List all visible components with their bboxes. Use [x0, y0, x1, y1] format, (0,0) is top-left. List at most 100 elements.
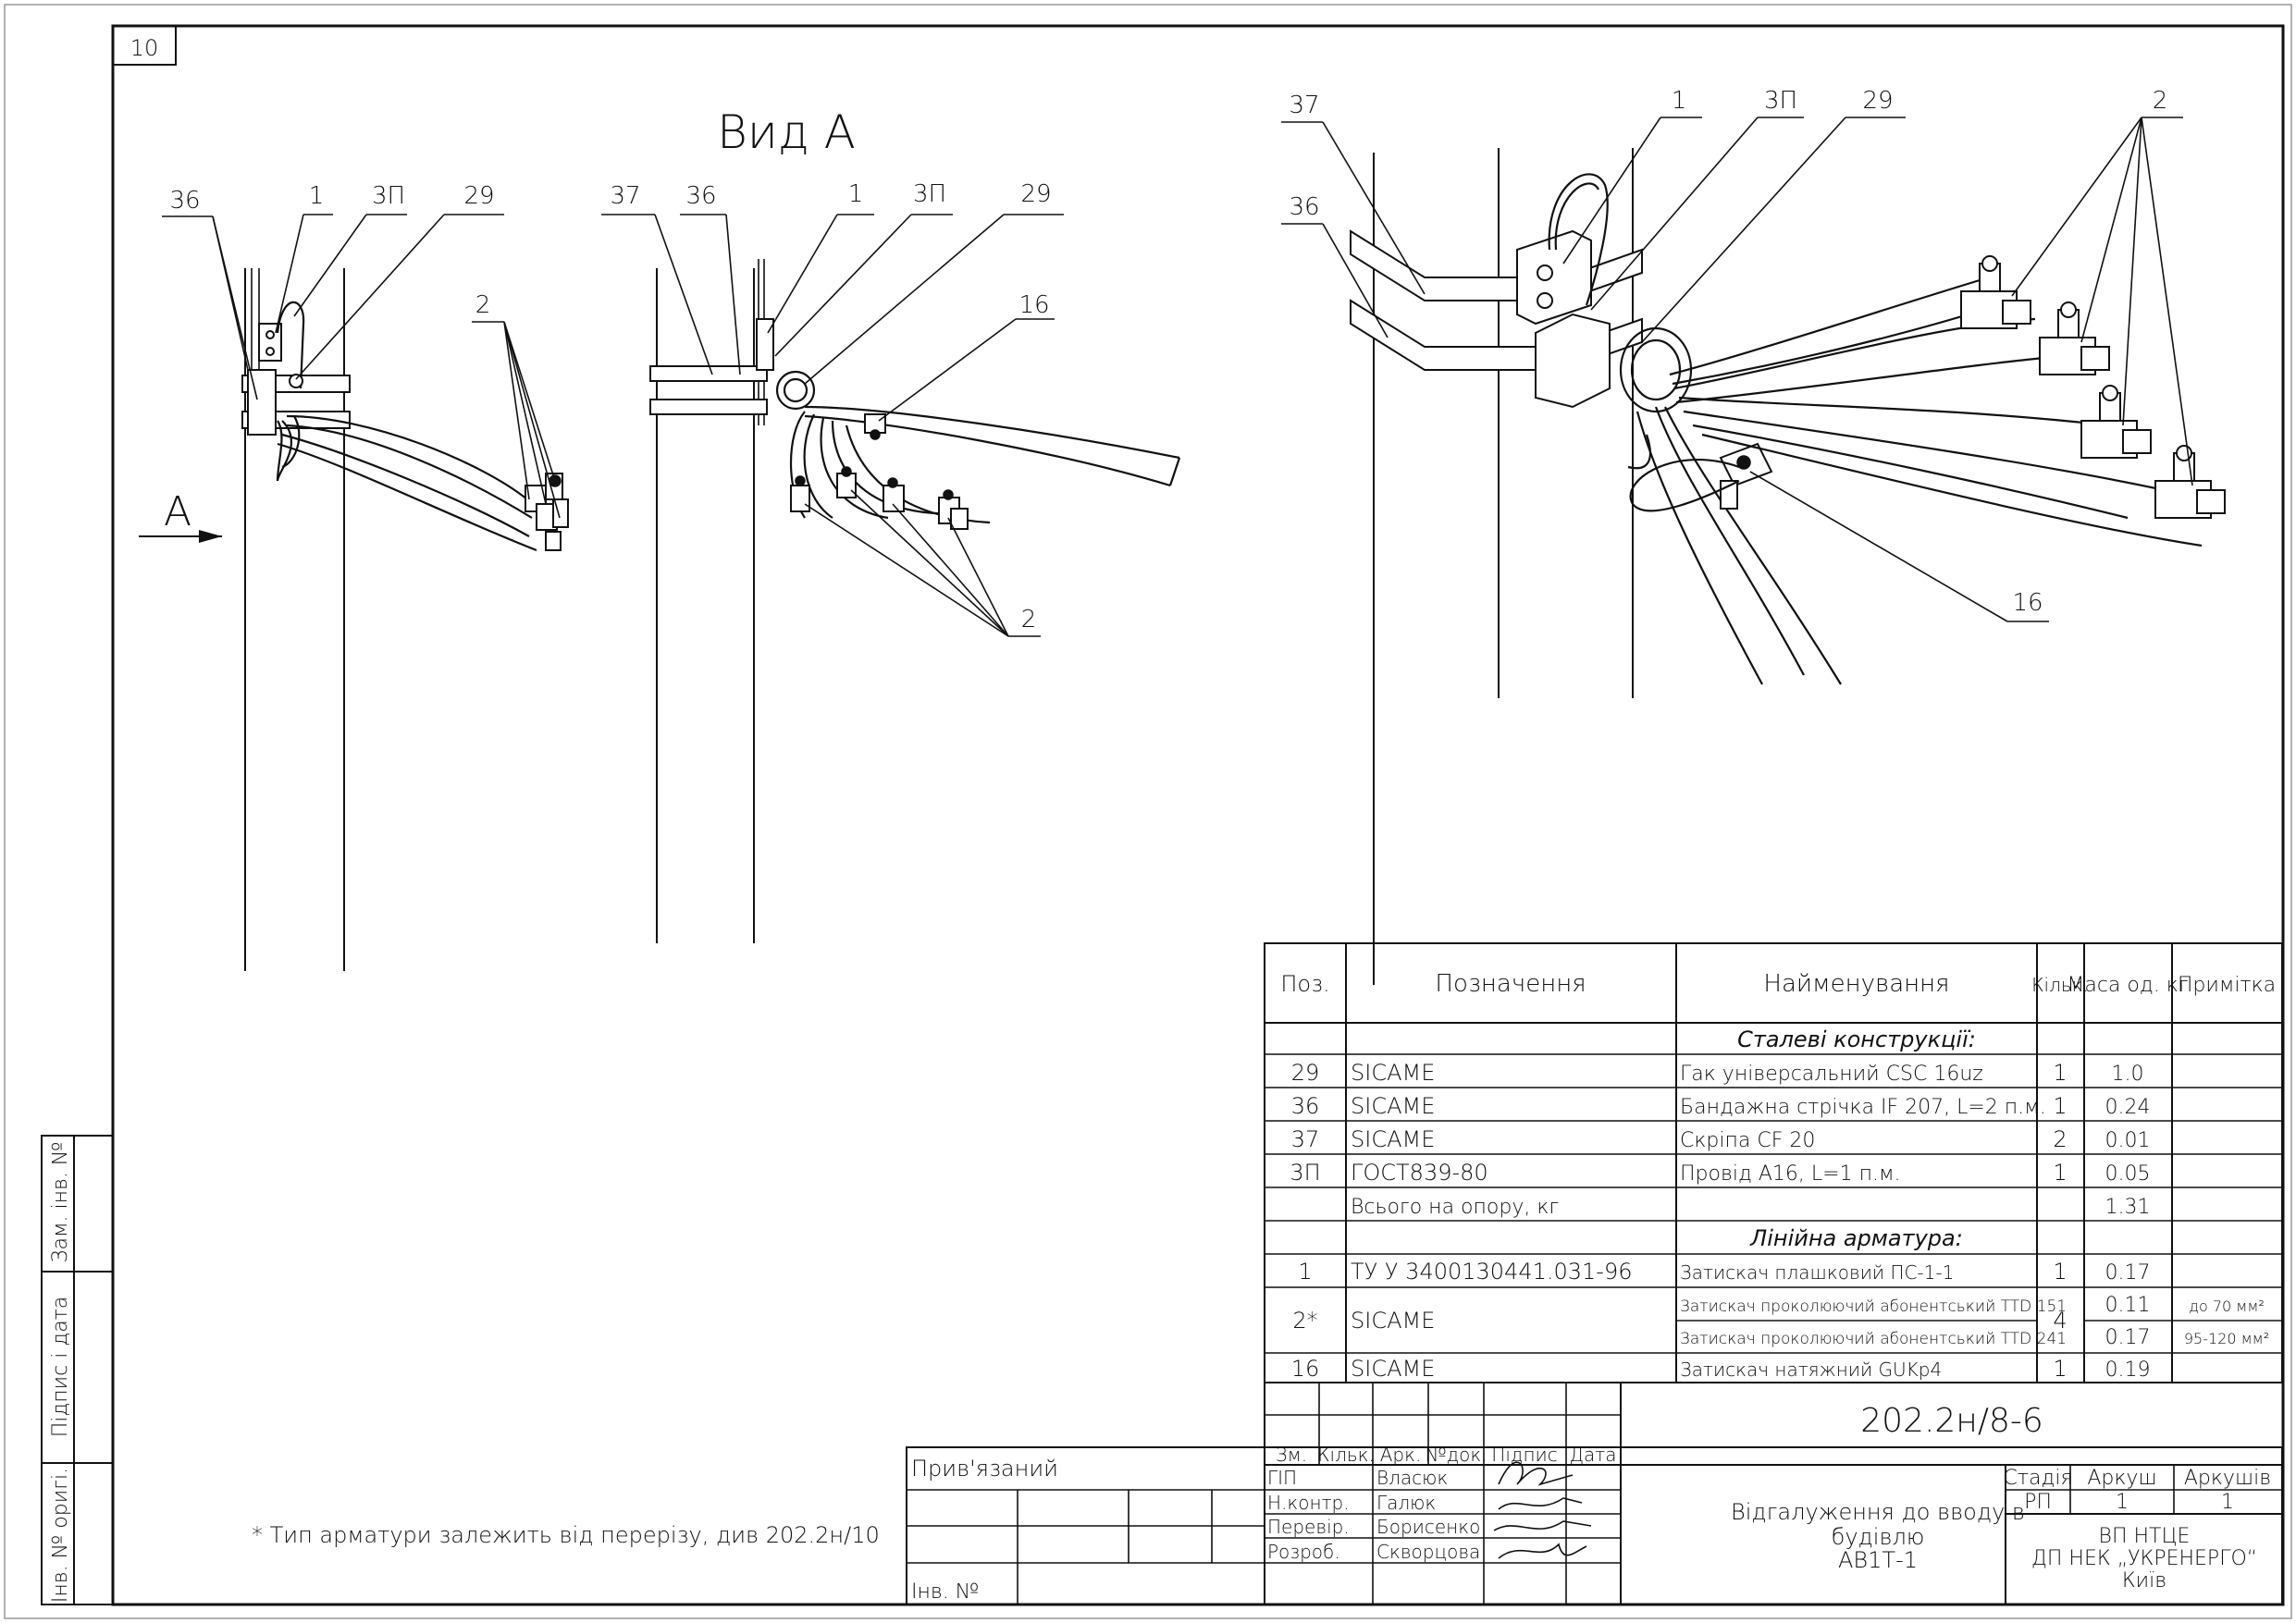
- row-des: SICAME: [1351, 1126, 1435, 1152]
- name-perevir: Борисенко: [1376, 1516, 1480, 1538]
- view-arrow-label: А: [164, 488, 191, 535]
- row-note-a: до 70 мм²: [2189, 1297, 2265, 1315]
- row-poz: 37: [1291, 1126, 1320, 1152]
- rev-header-ndok: №док.: [1425, 1444, 1487, 1466]
- callout-36-v2: 36: [685, 182, 716, 210]
- callouts-view3: 37 36 1 3П 29 2 16: [1281, 87, 2193, 622]
- stage-label: Стадія: [2004, 1467, 2073, 1490]
- view-arrow: А: [139, 488, 222, 543]
- callout-1-v2: 1: [848, 180, 864, 208]
- row-mass: 0.01: [2105, 1129, 2151, 1152]
- row-mass: 1.0: [2112, 1063, 2144, 1086]
- table-row: 16 SICAME Затискач натяжний GUKp4 1 0.19: [1291, 1356, 2151, 1382]
- callout-2-v3: 2: [2153, 87, 2168, 115]
- sheet-number: 10: [130, 35, 159, 61]
- title-line-2: будівлю: [1832, 1524, 1925, 1550]
- row-qty: 1: [2053, 1356, 2067, 1382]
- row-qty: 2: [2053, 1126, 2067, 1152]
- row-des: SICAME: [1351, 1356, 1435, 1382]
- callout-2-v2: 2: [1021, 606, 1037, 633]
- row-poz: 3П: [1290, 1160, 1320, 1186]
- header-poz: Поз.: [1280, 971, 1329, 997]
- row-poz: 16: [1291, 1356, 1320, 1382]
- clamp-1: [1960, 255, 2031, 329]
- table-row: 36 SICAME Бандажна стрічка IF 207, L=2 п…: [1291, 1093, 2151, 1119]
- row-name: Затискач плашковий ПС-1-1: [1680, 1261, 1954, 1284]
- row-mass: 0.19: [2105, 1359, 2151, 1382]
- row-mass-a: 0.11: [2105, 1294, 2151, 1317]
- role-nkontr: Н.контр.: [1267, 1492, 1350, 1514]
- row-des: SICAME: [1351, 1093, 1435, 1119]
- row-qty: 1: [2053, 1093, 2067, 1119]
- org-line-1: ВП НТЦЕ: [2099, 1525, 2191, 1548]
- signatures: [1493, 1461, 1592, 1559]
- table-row: 3П ГОСТ839-80 Провід А16, L=1 п.м. 1 0.0…: [1290, 1160, 2150, 1186]
- view-detail: [1350, 148, 2226, 985]
- total-mass: 1.31: [2105, 1196, 2151, 1219]
- header-name: Найменування: [1763, 970, 1949, 998]
- sheets-label: Аркушів: [2184, 1467, 2271, 1490]
- rev-header-zm: Зм.: [1276, 1444, 1307, 1466]
- callout-3p-v3: 3П: [1764, 87, 1797, 115]
- total-row: Всього на опору, кг 1.31: [1351, 1196, 2150, 1219]
- row-des: SICAME: [1351, 1060, 1435, 1086]
- row-mass: 0.24: [2105, 1096, 2151, 1119]
- row-name: Затискач натяжний GUKp4: [1680, 1359, 1942, 1381]
- total-label: Всього на опору, кг: [1351, 1196, 1559, 1219]
- row-name: Скріпа CF 20: [1680, 1129, 1815, 1152]
- row-qty: 1: [2053, 1259, 2067, 1285]
- zam-inv-label: Зам. інв. №: [49, 1141, 72, 1262]
- table-row: 1 ТУ У 3400130441.031-96 Затискач плашко…: [1298, 1259, 2150, 1285]
- inv-no-label: Інв. №: [911, 1580, 979, 1604]
- name-gip: Власюк: [1376, 1467, 1448, 1489]
- rev-header-data: Дата: [1569, 1444, 1616, 1466]
- inv-orig-label: Інв. № оригі.: [49, 1468, 72, 1603]
- callout-29-v3: 29: [1862, 87, 1893, 115]
- row-poz: 2*: [1292, 1308, 1317, 1334]
- sheet-label: Аркуш: [2087, 1467, 2156, 1490]
- rev-header-kilk: Кільк.: [1317, 1444, 1375, 1466]
- header-mass: Маса од. кг: [2067, 974, 2188, 997]
- callout-2: 2: [475, 291, 491, 319]
- spec-table: Поз. Позначення Найменування Кільк. Маса…: [1264, 942, 2283, 1383]
- row-poz: 29: [1291, 1060, 1320, 1086]
- drawing-frame: [111, 24, 2285, 1606]
- table-row: 37 SICAME Скріпа CF 20 2 0.01: [1291, 1126, 2151, 1152]
- row-note-b: 95-120 мм²: [2184, 1330, 2269, 1347]
- row-mass: 0.17: [2105, 1261, 2151, 1285]
- row-des: ТУ У 3400130441.031-96: [1351, 1259, 1633, 1285]
- header-qty: Кільк.: [2031, 974, 2089, 996]
- role-perevir: Перевір.: [1267, 1516, 1350, 1538]
- role-rozrob: Розроб.: [1267, 1541, 1340, 1563]
- name-rozrob: Скворцова: [1376, 1541, 1480, 1563]
- name-nkontr: Галюк: [1376, 1492, 1436, 1514]
- sheet-number-box: [112, 25, 177, 66]
- row-poz: 1: [1298, 1259, 1312, 1285]
- role-gip: ГІП: [1267, 1467, 1297, 1489]
- rev-header-ark: Арк.: [1380, 1444, 1422, 1466]
- section-steel: Сталеві конструкції:: [1737, 1027, 1976, 1052]
- privyazanyi-label: Прив'язаний: [911, 1456, 1058, 1482]
- callouts-view1: 36 1 3П 29 2: [162, 182, 561, 519]
- callout-3p: 3П: [372, 182, 405, 210]
- view-a-front: [241, 268, 569, 971]
- callout-29-v2: 29: [1020, 180, 1051, 208]
- sheets-value: 1: [2221, 1491, 2234, 1514]
- stage-value: РП: [2024, 1491, 2052, 1514]
- row-name-a: Затискач проколюючий абонентський TTD 15…: [1680, 1297, 2067, 1316]
- view-side: [649, 259, 1181, 943]
- row-des: SICAME: [1351, 1308, 1435, 1334]
- row-name: Бандажна стрічка IF 207, L=2 п.м.: [1680, 1096, 2046, 1119]
- callout-1: 1: [309, 182, 325, 210]
- sheet-outline: [4, 4, 2292, 1619]
- callout-36-v3: 36: [1289, 193, 1319, 221]
- header-note: Примітка: [2178, 974, 2276, 997]
- row-mass-b: 0.17: [2105, 1326, 2151, 1349]
- rev-header-pidpys: Підпис: [1491, 1444, 1557, 1466]
- callout-36: 36: [169, 187, 200, 215]
- callout-37-v3: 37: [1289, 92, 1319, 119]
- clamp-4: [2154, 445, 2226, 519]
- callout-37: 37: [610, 182, 640, 210]
- callout-29: 29: [463, 182, 494, 210]
